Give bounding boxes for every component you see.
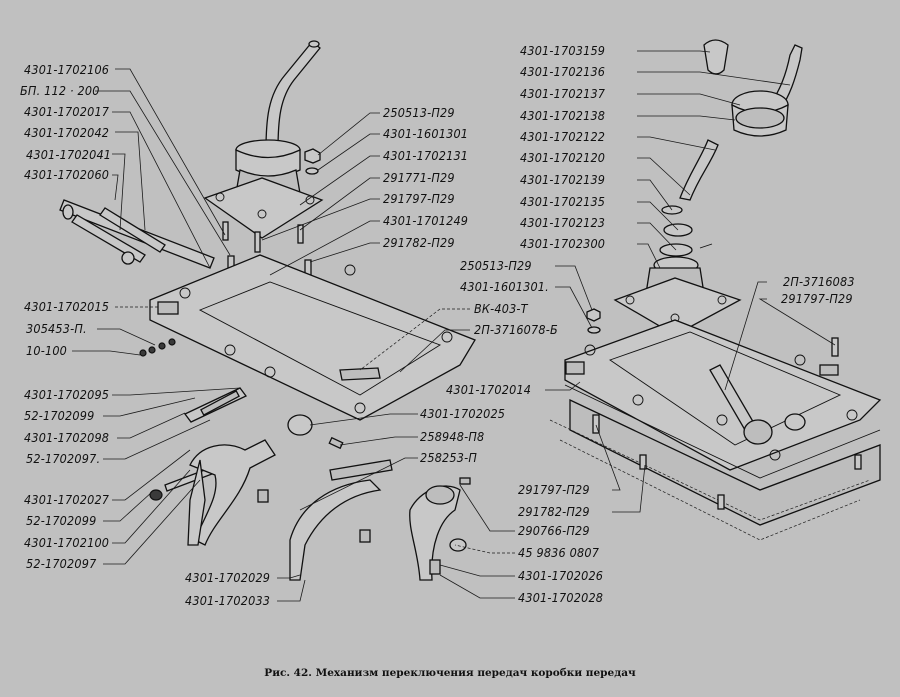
part-label: 4301-1701249: [383, 213, 469, 228]
right-lever-boot: [731, 90, 789, 137]
part-label: 290766-П29: [518, 523, 590, 538]
right-studs: [592, 337, 862, 510]
left-shift-fork-3: [409, 485, 461, 581]
part-label: 4301-1702029: [185, 570, 271, 585]
part-label: 4301-1702120: [520, 150, 606, 165]
part-label: 4301-1601301.: [460, 279, 549, 294]
left-small-parts: [257, 414, 471, 575]
left-cover-plate: [149, 254, 476, 421]
left-balls: [139, 338, 176, 357]
part-label: 258948-П8: [420, 429, 485, 444]
part-label: 291797-П29: [781, 291, 853, 306]
part-label: 4301-1702041: [26, 147, 112, 162]
part-label: 4301-1702026: [518, 568, 604, 583]
right-lever-bellows: [679, 139, 719, 201]
part-label: 4301-1702135: [520, 194, 606, 209]
part-label: 250513-П29: [383, 105, 455, 120]
part-label: 45 9836 0807: [518, 545, 600, 560]
part-label: 52-1702099: [24, 408, 95, 423]
part-label: 10-100: [26, 343, 68, 358]
part-label: 52-1702097: [26, 556, 97, 571]
part-label: 291782-П29: [383, 235, 455, 250]
right-nut-washer: [586, 308, 601, 334]
part-label: 4301-1702300: [520, 236, 606, 251]
part-label: ВК-403-Т: [474, 301, 528, 316]
part-label: 4301-1702028: [518, 590, 604, 605]
left-nut-washer: [304, 148, 321, 175]
part-label: 291771-П29: [383, 170, 455, 185]
part-label: 4301-1702131: [383, 148, 469, 163]
part-label: 52-1702099: [26, 513, 97, 528]
part-label: 4301-1702025: [420, 406, 506, 421]
part-label: 4301-1702123: [520, 215, 606, 230]
part-label: 4301-1702100: [24, 535, 110, 550]
part-label: 258253-П: [420, 450, 478, 465]
part-label: 4301-1702122: [520, 129, 606, 144]
part-label: 4301-1702014: [446, 382, 532, 397]
part-label: 4301-1702139: [520, 172, 606, 187]
part-label: 4301-1702137: [520, 86, 606, 101]
right-lever-housing: [613, 267, 742, 336]
part-label: 291782-П29: [518, 504, 590, 519]
part-label: 4301-1702098: [24, 430, 110, 445]
part-label: 4301-1702033: [185, 593, 271, 608]
leader-lines: [72, 50, 836, 602]
part-label: 4301-1702106: [24, 62, 110, 77]
left-shift-fork-1: [187, 439, 276, 546]
right-base-housing: [549, 398, 881, 541]
part-label: 4301-1702015: [24, 299, 110, 314]
part-label: 4301-1703159: [520, 43, 606, 58]
part-label: 4301-1702042: [24, 125, 110, 140]
right-inner-lever: [709, 364, 806, 445]
part-label: 2П-3716083: [783, 274, 855, 289]
part-label: 305453-П.: [26, 321, 87, 336]
part-label: 291797-П29: [383, 191, 455, 206]
left-shift-rods: [59, 199, 215, 269]
part-label: 4301-1702095: [24, 387, 110, 402]
part-label: 4301-1702017: [24, 104, 110, 119]
part-label: 52-1702097.: [26, 451, 101, 466]
part-label: 4301-1702138: [520, 108, 606, 123]
part-label: 4301-1601301: [383, 126, 469, 141]
figure-caption: Рис. 42. Механизм переключения передач к…: [264, 667, 636, 679]
left-shift-lever: [265, 40, 321, 151]
part-label: 4301-1702027: [24, 492, 110, 507]
part-label: 2П-3716078-Б: [474, 322, 558, 337]
right-gasket: [564, 384, 881, 479]
part-label: 291797-П29: [518, 482, 590, 497]
right-lever-knob: [703, 39, 729, 75]
part-label: БП. 112 · 200: [20, 83, 100, 98]
left-shift-fork-2: [289, 459, 393, 581]
right-lever-spring-stack: [653, 205, 713, 274]
part-label: 4301-1702136: [520, 64, 606, 79]
left-lever-housing: [203, 177, 324, 239]
part-label: 250513-П29: [460, 258, 532, 273]
part-label: 4301-1702060: [24, 167, 110, 182]
right-top-cover: [564, 319, 882, 471]
